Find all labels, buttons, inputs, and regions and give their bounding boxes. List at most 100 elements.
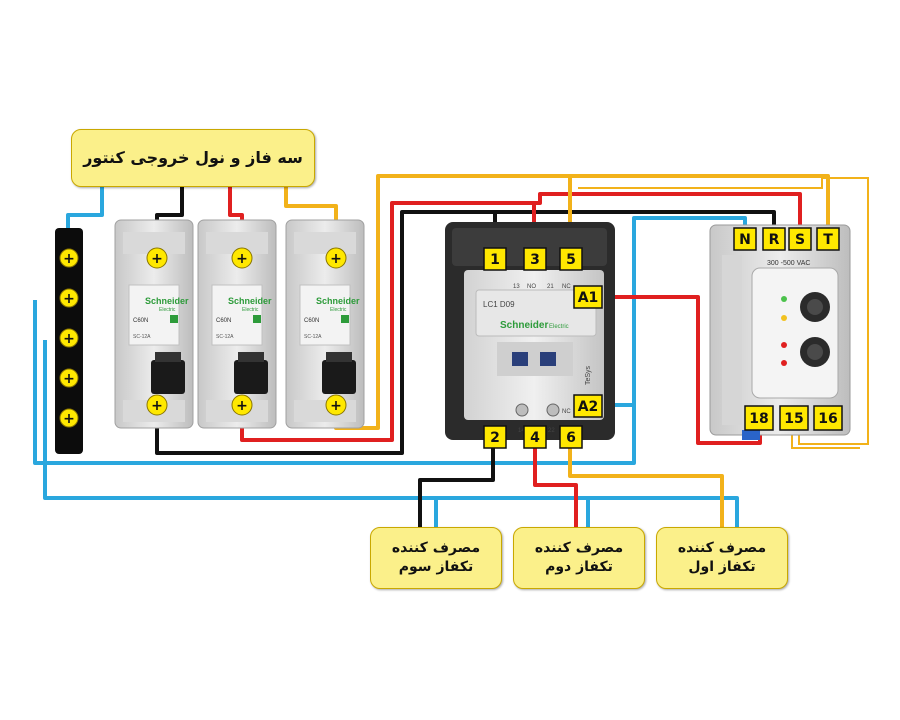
relay-terminal-s-text: S <box>795 232 805 248</box>
relay-terminal-n-text: N <box>739 232 751 248</box>
wire-relay-aux <box>578 177 869 445</box>
wire-phase-s-relay <box>534 192 802 238</box>
load-3-line1: مصرف کننده <box>391 540 481 557</box>
breaker-terminal-in[interactable] <box>231 247 253 269</box>
aux-top-21: 21 <box>547 284 554 290</box>
neutral-busbar: +++++ <box>55 228 83 454</box>
wire-load2-phase <box>533 438 578 530</box>
contactor-model: LC1 D09 <box>483 300 515 309</box>
phase-control-relay[interactable]: 300 -500 VAC <box>709 224 851 440</box>
relay-terminal-n[interactable]: N <box>733 227 757 251</box>
load-1-label: مصرف کننده تکفاز اول <box>656 527 788 589</box>
load-3-line2: تکفاز سوم <box>398 559 474 575</box>
breaker-terminal-out[interactable] <box>146 394 168 416</box>
wire-neutral-load2 <box>436 496 590 530</box>
breaker-model: C60N <box>304 318 319 324</box>
busbar-terminal-3[interactable] <box>59 328 79 348</box>
relay-terminal-15[interactable]: 15 <box>779 405 809 431</box>
breaker-brand-sub: Electric <box>159 307 176 313</box>
control-wires <box>578 177 869 449</box>
busbar-terminal-4[interactable] <box>59 368 79 388</box>
terminal-a1[interactable]: A1 <box>573 285 603 309</box>
breaker-brand-sub: Electric <box>330 307 347 313</box>
busbar-terminal-symbol: + <box>63 331 75 347</box>
relay-terminal-15-text: 15 <box>784 411 803 427</box>
terminal-6-text: 6 <box>566 430 576 446</box>
terminal-1-text: 1 <box>490 252 500 268</box>
terminal-4[interactable]: 4 <box>523 425 547 449</box>
breaker-terminal-in[interactable] <box>146 247 168 269</box>
aux-top-no: NO <box>527 284 536 290</box>
aux-bottom-22: 22 <box>548 428 555 434</box>
contactor-brand-sub: Electric <box>549 324 569 330</box>
terminal-5-text: 5 <box>566 252 576 268</box>
breaker-toggle[interactable] <box>234 360 268 394</box>
terminal-4-text: 4 <box>530 430 540 446</box>
breaker-model: C60N <box>133 318 148 324</box>
wire-phase-r-contactor <box>155 210 497 455</box>
contactor-series: TeSys <box>585 365 592 385</box>
relay-terminal-r[interactable]: R <box>762 227 786 251</box>
relay-terminal-16[interactable]: 16 <box>813 405 843 431</box>
relay-terminal-t[interactable]: T <box>816 227 840 251</box>
relay-terminal-s[interactable]: S <box>788 227 812 251</box>
breaker-terminal-in[interactable] <box>325 247 347 269</box>
terminal-5[interactable]: 5 <box>559 247 583 271</box>
load-2-line1: مصرف کننده <box>534 540 624 557</box>
breaker-code: SC-12A <box>216 334 234 340</box>
breaker-brand: Schneider <box>145 296 189 306</box>
breaker-terminal-symbol: + <box>236 251 248 267</box>
aux-bottom-14: 14 <box>518 428 525 434</box>
relay-terminal-16-text: 16 <box>818 411 837 427</box>
busbar-terminal-5[interactable] <box>59 408 79 428</box>
breaker-terminal-symbol: + <box>151 398 163 414</box>
busbar-terminal-symbol: + <box>63 251 75 267</box>
breaker-terminal-symbol: + <box>151 251 163 267</box>
wire-neutral-load1 <box>588 496 739 530</box>
header-label-text: سه فاز و نول خروجی کنتور <box>83 148 303 168</box>
breakers: SchneiderElectricC60NSC-12A++SchneiderEl… <box>114 219 365 429</box>
load-2-line2: تکفاز دوم <box>545 559 613 575</box>
busbar-terminal-symbol: + <box>63 291 75 307</box>
breaker-terminal-out[interactable] <box>325 394 347 416</box>
relay-terminal-18[interactable]: 18 <box>744 405 774 431</box>
busbar-terminal-symbol: + <box>63 411 75 427</box>
terminal-a2[interactable]: A2 <box>573 394 603 418</box>
terminal-6[interactable]: 6 <box>559 425 583 449</box>
breaker-brand: Schneider <box>228 296 272 306</box>
terminal-2[interactable]: 2 <box>483 425 507 449</box>
breaker-toggle[interactable] <box>322 360 356 394</box>
breaker-code: SC-12A <box>133 334 151 340</box>
load-2-label: مصرف کننده تکفاز دوم <box>513 527 645 589</box>
breaker-terminal-symbol: + <box>330 251 342 267</box>
wire-neutral-load3 <box>43 340 438 530</box>
relay-range: 300 -500 VAC <box>767 260 810 267</box>
relay-terminal-t-text: T <box>823 232 833 248</box>
wire-phase-t-relay <box>570 174 830 238</box>
terminal-a2-text: A2 <box>578 399 599 415</box>
busbar-terminal-1[interactable] <box>59 248 79 268</box>
wire-load1-phase <box>568 438 724 530</box>
breaker-toggle[interactable] <box>151 360 185 394</box>
header-label: سه فاز و نول خروجی کنتور <box>71 129 315 187</box>
wire-phase-s-contactor <box>240 201 536 442</box>
relay-terminal-18-text: 18 <box>749 411 768 427</box>
busbar-terminal-2[interactable] <box>59 288 79 308</box>
terminal-3-text: 3 <box>530 252 540 268</box>
aux-bottom-nc: NC <box>562 409 571 415</box>
breaker-brand: Schneider <box>316 296 360 306</box>
load-1-line2: تکفاز اول <box>688 559 756 575</box>
load-3-label: مصرف کننده تکفاز سوم <box>370 527 502 589</box>
terminal-a1-text: A1 <box>578 290 599 306</box>
relay-terminal-r-text: R <box>769 232 780 248</box>
aux-top-13: 13 <box>513 284 520 290</box>
breaker-brand-sub: Electric <box>242 307 259 313</box>
terminal-1[interactable]: 1 <box>483 247 507 271</box>
wire-load3-phase <box>418 438 495 530</box>
terminal-3[interactable]: 3 <box>523 247 547 271</box>
breaker-terminal-out[interactable] <box>231 394 253 416</box>
